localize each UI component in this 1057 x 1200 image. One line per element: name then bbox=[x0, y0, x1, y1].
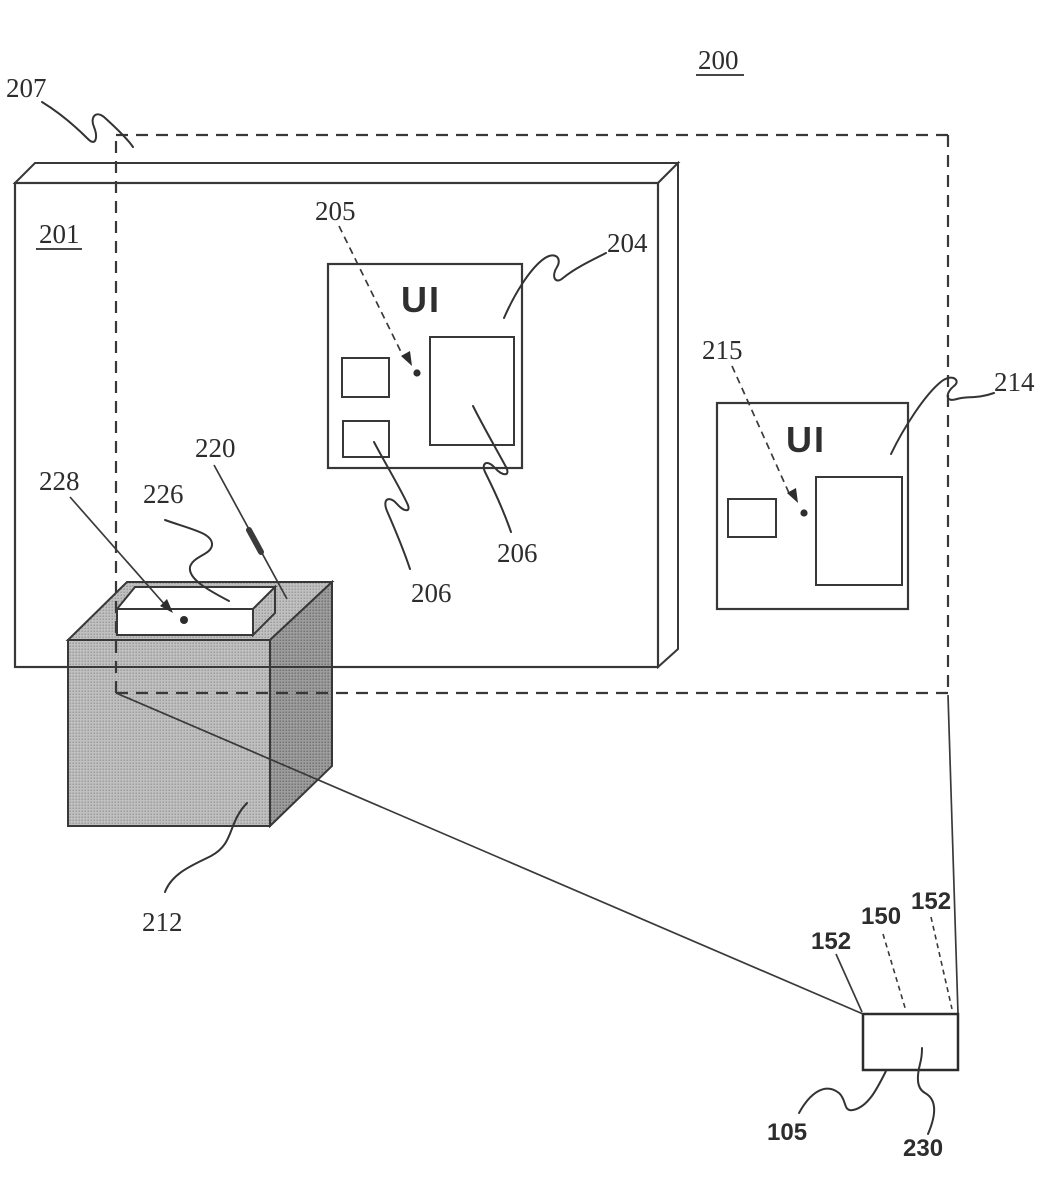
leader-206-right bbox=[472, 405, 512, 533]
ref-label-230: 230 bbox=[903, 1135, 943, 1162]
ui-204-element-small-1 bbox=[341, 357, 390, 398]
leader-226 bbox=[164, 519, 230, 602]
sensor-box-105 bbox=[861, 1012, 960, 1072]
ref-label-226: 226 bbox=[143, 479, 184, 509]
panel-201-right-face bbox=[657, 160, 679, 670]
slab-point-228-dot bbox=[180, 616, 188, 624]
leader-228-line bbox=[69, 496, 167, 607]
leader-152-right bbox=[930, 916, 953, 1010]
leader-230 bbox=[916, 1047, 935, 1135]
object-slab-226 bbox=[114, 584, 278, 638]
leader-105 bbox=[798, 1070, 887, 1114]
ref-label-206-right: 206 bbox=[497, 538, 538, 568]
ref-label-215: 215 bbox=[702, 335, 743, 365]
leader-215-arrowhead bbox=[787, 488, 798, 503]
ref-label-212: 212 bbox=[142, 907, 183, 937]
ui-214-title: UI bbox=[786, 419, 826, 460]
ui-204-point-205-dot bbox=[413, 369, 421, 377]
leader-207 bbox=[41, 101, 134, 148]
leader-205-arrowhead bbox=[401, 351, 412, 366]
leader-205-line bbox=[338, 225, 404, 357]
dashed-region-200 bbox=[114, 133, 950, 695]
ui-214-element-large bbox=[815, 476, 903, 586]
ref-label-200: 200 bbox=[698, 45, 739, 75]
leader-206-left bbox=[373, 441, 411, 570]
leader-228-arrowhead bbox=[160, 599, 173, 613]
ref-label-152-left: 152 bbox=[811, 928, 851, 955]
ref-label-150: 150 bbox=[861, 903, 901, 930]
ref-label-152-right: 152 bbox=[911, 888, 951, 915]
leader-152-left bbox=[835, 953, 863, 1013]
ref-label-204: 204 bbox=[607, 228, 648, 258]
reference-labels: 207 200 201 205 204 206 206 215 214 220 … bbox=[6, 45, 1035, 1162]
ref-label-206-left: 206 bbox=[411, 578, 452, 608]
cube-front-face bbox=[67, 639, 271, 827]
ref-label-220: 220 bbox=[195, 433, 236, 463]
ui-214-element-small bbox=[727, 498, 777, 538]
ref-label-207: 207 bbox=[6, 73, 47, 103]
ref-label-214: 214 bbox=[994, 367, 1035, 397]
leader-150 bbox=[882, 933, 907, 1012]
ref-label-201: 201 bbox=[39, 219, 80, 249]
ui-204-title: UI bbox=[401, 279, 441, 320]
leader-214 bbox=[890, 376, 995, 455]
ui-204-element-small-2 bbox=[342, 420, 390, 458]
projection-line-left bbox=[115, 692, 864, 1015]
panel-201-top-face bbox=[12, 162, 681, 184]
leader-204 bbox=[503, 252, 607, 319]
ui-window-214: UI bbox=[715, 401, 910, 611]
projection-line-right bbox=[947, 694, 959, 1015]
leader-212 bbox=[164, 802, 248, 893]
ui-214-point-215-dot bbox=[800, 509, 808, 517]
leader-220-tick bbox=[246, 527, 264, 555]
ui-204-element-large bbox=[429, 336, 515, 446]
ref-label-228: 228 bbox=[39, 466, 80, 496]
ref-label-205: 205 bbox=[315, 196, 356, 226]
ref-label-105: 105 bbox=[767, 1119, 807, 1146]
leader-lines bbox=[41, 101, 995, 1135]
ui-window-204: UI bbox=[326, 262, 524, 470]
slab-top-face bbox=[114, 586, 278, 610]
